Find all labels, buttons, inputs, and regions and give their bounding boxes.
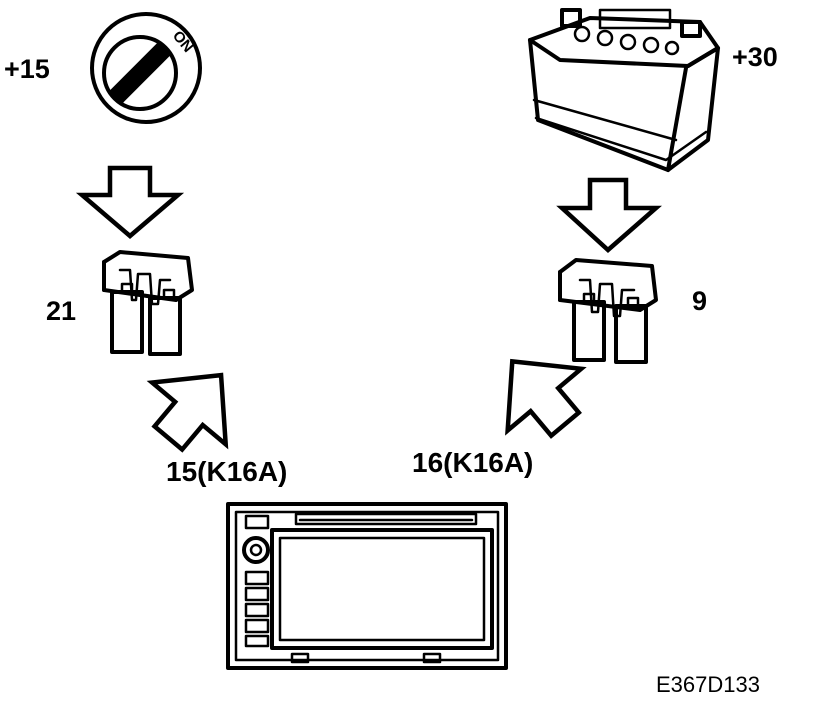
battery-icon xyxy=(528,8,720,172)
ignition-switch-icon: ON xyxy=(90,12,202,124)
fuse-left-label: 21 xyxy=(46,296,76,326)
arrow-icon xyxy=(505,358,587,439)
ignition-on-label: ON xyxy=(169,28,196,56)
ignition-label: +15 xyxy=(4,54,50,84)
arrow-icon xyxy=(556,177,662,254)
battery-label: +30 xyxy=(732,42,778,72)
pin-left-label: 15(K16A) xyxy=(166,456,287,487)
pin-right-label: 16(K16A) xyxy=(412,447,533,478)
radio-unit-icon xyxy=(226,502,508,670)
figure-code: E367D133 xyxy=(656,672,760,697)
arrow-icon xyxy=(146,372,229,453)
fuse-icon xyxy=(558,258,658,364)
fuse-icon xyxy=(102,250,194,356)
fuse-right-label: 9 xyxy=(692,286,707,316)
arrow-icon xyxy=(75,165,185,239)
